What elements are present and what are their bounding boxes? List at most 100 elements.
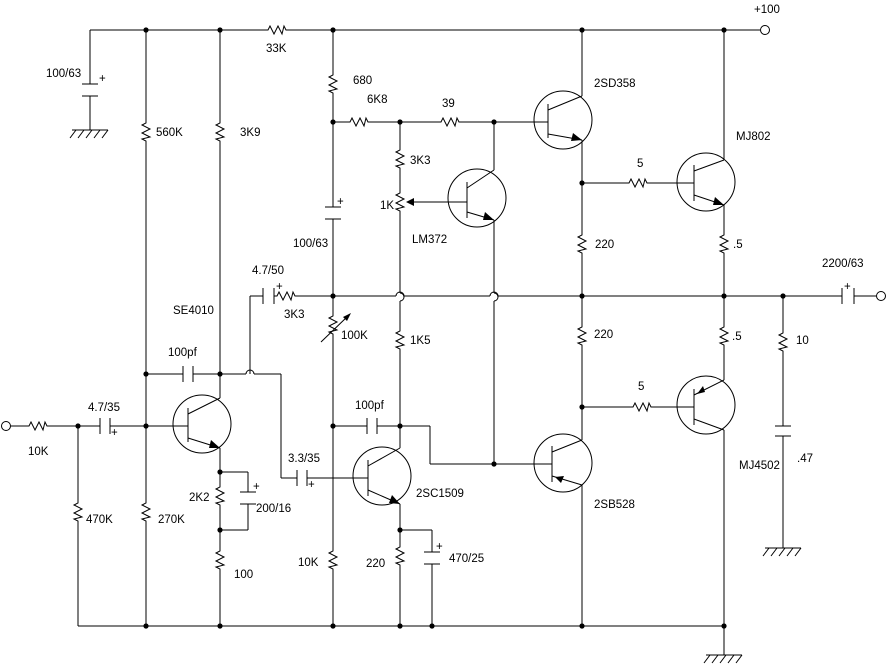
capacitor-100-63-mid: + — [325, 196, 344, 220]
label-r-0-5-top: .5 — [733, 239, 743, 251]
resistor-2k2 — [215, 483, 225, 509]
label-r-100: 100 — [234, 569, 253, 581]
svg-text:+: + — [253, 481, 260, 493]
resistor-220-top — [577, 231, 587, 257]
resistor-100 — [215, 547, 225, 573]
svg-text:+: + — [436, 541, 443, 553]
label-pot-1k: 1K — [380, 200, 394, 212]
svg-text:+: + — [337, 196, 344, 208]
label-r-560k: 560K — [156, 127, 183, 139]
label-r-5-bot: 5 — [638, 381, 644, 393]
svg-text:+: + — [276, 281, 283, 293]
resistor-10k-input — [25, 421, 51, 431]
capacitor-100pf-left — [182, 366, 194, 382]
label-r-33k: 33K — [266, 43, 287, 55]
resistor-5-top — [625, 178, 651, 188]
label-r-6k8: 6K8 — [367, 94, 387, 106]
supply-terminal — [760, 25, 770, 35]
label-pot-100k: 100K — [341, 330, 368, 342]
transistor-mj802 — [676, 152, 736, 212]
label-q-se4010: SE4010 — [173, 305, 214, 317]
label-c-100-63-top: 100/63 — [46, 68, 81, 80]
label-c-100-63-mid: 100/63 — [293, 238, 328, 250]
svg-text:+: + — [99, 73, 106, 85]
label-r-3k9: 3K9 — [240, 127, 260, 139]
label-r-0-5-bot: .5 — [732, 331, 742, 343]
capacitor-100-63-top: + — [82, 73, 106, 97]
wires — [11, 29, 876, 655]
resistor-3k3-mid — [273, 291, 299, 301]
resistor-220-mid — [577, 323, 587, 349]
output-terminal — [876, 291, 886, 301]
potentiometer-1k — [395, 189, 405, 215]
resistor-270k — [141, 499, 151, 525]
resistor-33k — [264, 25, 290, 35]
resistor-470k — [73, 499, 83, 525]
grounds — [69, 129, 802, 664]
label-c-047: .47 — [797, 453, 813, 465]
label-c-470-25: 470/25 — [449, 553, 484, 565]
ground-symbol-main — [703, 654, 743, 664]
label-c-100pf-left: 100pf — [168, 347, 198, 359]
label-r-220-low: 220 — [366, 558, 385, 570]
label-c-2200-63: 2200/63 — [822, 258, 864, 270]
label-r-220-mid: 220 — [594, 329, 613, 341]
resistor-3k3-top — [395, 146, 405, 172]
label-c-4-7-50: 4.7/50 — [252, 265, 284, 277]
capacitor-2200-63: + — [841, 281, 855, 304]
input-terminal — [1, 421, 11, 431]
svg-text:+: + — [308, 479, 315, 491]
label-q-2sc1509: 2SC1509 — [416, 488, 464, 500]
transistor-mj4502 — [676, 375, 736, 435]
capacitor-100pf-right — [366, 418, 378, 434]
resistors — [25, 25, 788, 573]
label-q-2sd358: 2SD358 — [594, 78, 636, 90]
capacitor-4-7-50: + — [262, 281, 283, 304]
label-c-200-16: 200/16 — [256, 503, 291, 515]
label-q-2sb528: 2SB528 — [594, 499, 635, 511]
label-r-2k2: 2K2 — [189, 492, 209, 504]
resistor-680 — [328, 71, 338, 97]
labels: +100 100/63 560K 3K9 33K 680 6K8 39 2SD3… — [28, 4, 864, 581]
transistors — [172, 90, 736, 506]
resistor-6k8 — [346, 117, 372, 127]
label-r-10k-in: 10K — [28, 446, 49, 458]
label-c-100pf-right: 100pf — [355, 400, 385, 412]
transistor-2sb528 — [533, 433, 593, 493]
transistor-2sc1509 — [350, 446, 412, 506]
label-r-39: 39 — [442, 98, 455, 110]
label-r-470k: 470K — [86, 514, 113, 526]
label-c-3-3-35: 3.3/35 — [288, 453, 320, 465]
label-r-5-top: 5 — [637, 158, 643, 170]
capacitor-3-3-35: + — [296, 470, 315, 491]
label-r-3k3-top: 3K3 — [410, 155, 430, 167]
resistor-10k-low — [328, 547, 338, 573]
label-r-220-top: 220 — [595, 239, 614, 251]
label-c-4-7-35: 4.7/35 — [88, 402, 120, 414]
ground-symbol-left — [69, 129, 109, 139]
label-q-mj4502: MJ4502 — [739, 460, 780, 472]
resistor-560k — [141, 119, 151, 145]
capacitor-470-25: + — [424, 541, 443, 565]
capacitor-0-47 — [775, 425, 791, 437]
capacitors: + + + + + — [82, 73, 855, 565]
label-q-lm372: LM372 — [412, 234, 447, 246]
ground-symbol-zobel — [762, 547, 802, 557]
label-r-680: 680 — [353, 75, 372, 87]
resistor-0-5-bot — [719, 323, 729, 349]
transistor-se4010 — [172, 394, 232, 454]
label-q-mj802: MJ802 — [736, 131, 771, 143]
resistor-3k9 — [215, 119, 225, 145]
svg-text:+: + — [844, 281, 851, 293]
capacitor-200-16: + — [240, 481, 260, 505]
label-r-1k5: 1K5 — [410, 335, 430, 347]
capacitor-4-7-35: + — [99, 418, 118, 439]
resistor-10 — [778, 329, 788, 355]
resistor-1k5 — [395, 327, 405, 353]
label-r-10k-low: 10K — [298, 557, 319, 569]
resistor-0-5-top — [719, 231, 729, 257]
label-r-3k3-mid: 3K3 — [284, 309, 304, 321]
resistor-5-bot — [629, 402, 655, 412]
terminals — [1, 25, 886, 431]
